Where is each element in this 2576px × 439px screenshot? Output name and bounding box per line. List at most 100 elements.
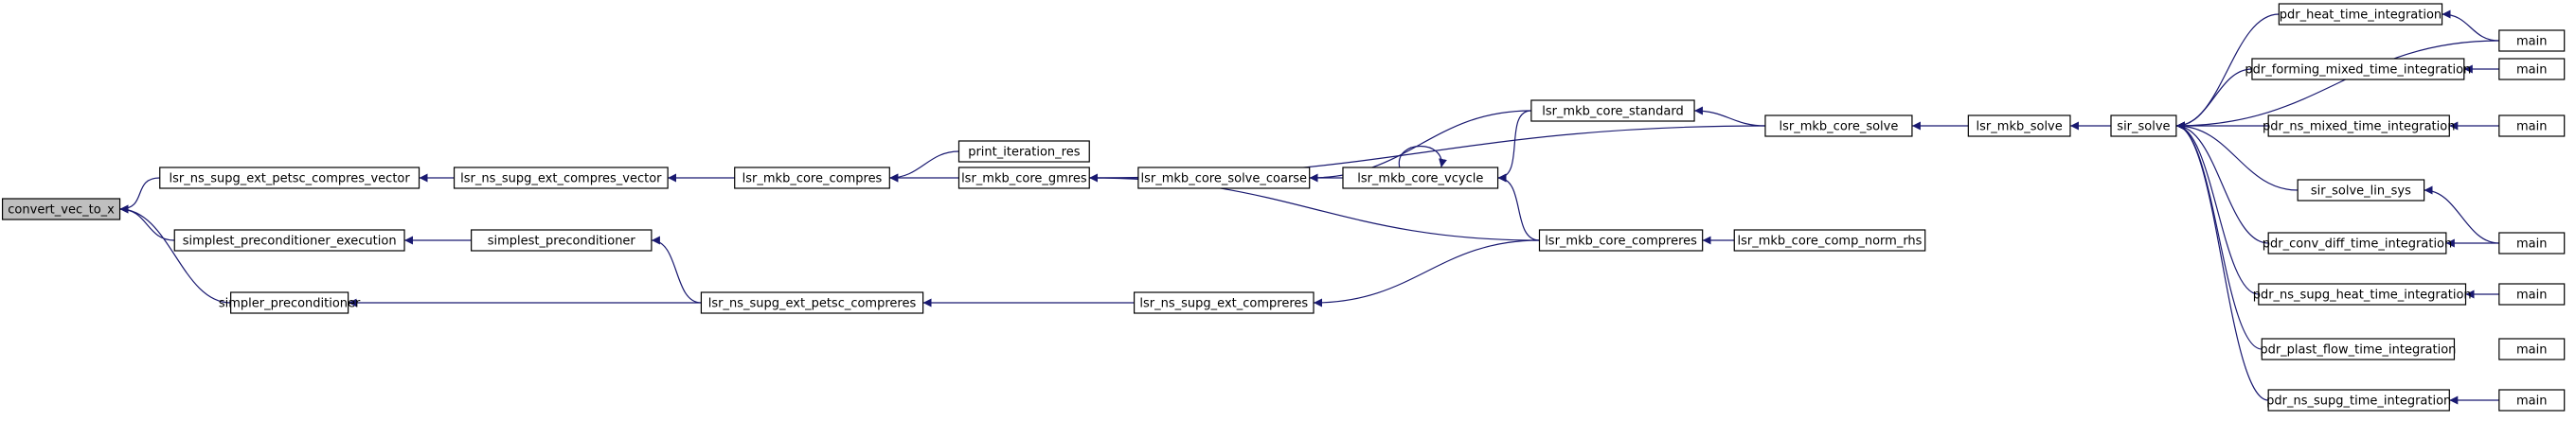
edge-lsr-mkb-core-vcycle-to-lsr-mkb-core-vcycle [1398, 146, 1447, 168]
node-pdr-forming-mixed-time-integration[interactable]: pdr_forming_mixed_time_integration [2245, 58, 2471, 80]
node-label: convert_vec_to_x [8, 203, 115, 218]
node-sir-solve-lin-sys[interactable]: sir_solve_lin_sys [2297, 179, 2425, 202]
node-label: main [2516, 35, 2547, 49]
node-label: lsr_mkb_core_standard [1542, 105, 1684, 119]
edge-lsr-mkb-core-solve-to-lsr-mkb-core-standard [1694, 106, 1765, 127]
node-lsr-ns-supg-ext-petsc-compreres[interactable]: lsr_ns_supg_ext_petsc_compreres [700, 291, 924, 314]
node-label: sir_solve [2117, 120, 2170, 134]
node-box [2267, 389, 2450, 412]
node-box [453, 167, 669, 189]
node-label: lsr_mkb_core_compreres [1545, 235, 1697, 249]
node-label: lsr_mkb_core_compres [742, 172, 883, 186]
node-box [2498, 58, 2566, 80]
node-box [2267, 114, 2450, 137]
node-label: lsr_mkb_core_comp_norm_rhs [1738, 235, 1923, 249]
node-pdr-plast-flow-time-integration[interactable]: pdr_plast_flow_time_integration [2260, 338, 2456, 360]
node-box [1342, 167, 1499, 189]
node-lsr-mkb-core-solve[interactable]: lsr_mkb_core_solve [1764, 114, 1913, 137]
node-pdr-ns-mixed-time-integration[interactable]: pdr_ns_mixed_time_integration [2263, 114, 2455, 137]
node-lsr-ns-supg-ext-compreres[interactable]: lsr_ns_supg_ext_compreres [1133, 291, 1315, 314]
node-main-6[interactable]: main [2498, 338, 2566, 360]
node-lsr-mkb-core-comp-norm-rhs[interactable]: lsr_mkb_core_comp_norm_rhs [1733, 229, 1926, 252]
node-box [2267, 232, 2447, 255]
node-label: lsr_mkb_core_solve [1780, 120, 1899, 134]
node-box [1967, 114, 2071, 137]
node-box [2498, 114, 2566, 137]
node-label: print_iteration_res [968, 146, 1081, 160]
edge-main-4-to-sir-solve-lin-sys [2424, 185, 2499, 244]
node-label: pdr_ns_mixed_time_integration [2263, 120, 2455, 134]
node-pdr-ns-supg-time-integration[interactable]: pdr_ns_supg_time_integration [2266, 389, 2451, 412]
node-label: lsr_ns_supg_ext_petsc_compres_vector [170, 172, 411, 186]
node-label: lsr_mkb_core_vcycle [1357, 172, 1483, 186]
nodes-layer: convert_vec_to_x lsr_ns_supg_ext_petsc_co… [1, 3, 2566, 412]
node-main-2[interactable]: main [2498, 58, 2566, 80]
node-label: simplest_preconditioner [488, 235, 636, 249]
edge-lsr-mkb-core-compreres-to-lsr-mkb-core-vcycle [1497, 173, 1540, 241]
node-lsr-ns-supg-ext-compres-vector[interactable]: lsr_ns_supg_ext_compres_vector [453, 167, 669, 189]
node-label: simpler_preconditioner [219, 297, 361, 311]
node-box [2498, 232, 2566, 255]
node-label: lsr_ns_supg_ext_compres_vector [460, 172, 662, 186]
node-box [2110, 114, 2177, 137]
node-simpler-preconditioner[interactable]: simpler_preconditioner [219, 291, 361, 314]
node-convert-vec-to-x[interactable]: convert_vec_to_x [1, 198, 121, 220]
node-box [173, 229, 405, 252]
node-box [1764, 114, 1913, 137]
node-lsr-mkb-solve[interactable]: lsr_mkb_solve [1967, 114, 2071, 137]
node-lsr-mkb-core-solve-coarse[interactable]: lsr_mkb_core_solve_coarse [1137, 167, 1311, 189]
node-box [2251, 58, 2465, 80]
node-pdr-ns-supg-heat-time-integration[interactable]: pdr_ns_supg_heat_time_integration [2253, 283, 2472, 306]
node-lsr-mkb-core-gmres[interactable]: lsr_mkb_core_gmres [957, 167, 1090, 189]
node-box [471, 229, 653, 252]
edges-layer [119, 9, 2499, 405]
node-label: main [2516, 120, 2547, 134]
node-box [1733, 229, 1926, 252]
node-main-1[interactable]: main [2498, 29, 2566, 52]
node-lsr-mkb-core-compres[interactable]: lsr_mkb_core_compres [734, 167, 890, 189]
node-box [1, 198, 121, 220]
node-main-3[interactable]: main [2498, 114, 2566, 137]
node-label: pdr_forming_mixed_time_integration [2245, 63, 2471, 78]
edge-main-1-to-sir-solve [2175, 40, 2499, 131]
node-main-5[interactable]: main [2498, 283, 2566, 306]
node-main-4[interactable]: main [2498, 232, 2566, 255]
edge-pdr-ns-supg-heat-time-integration-to-sir-solve [2175, 121, 2259, 295]
node-label: lsr_mkb_core_solve_coarse [1141, 172, 1308, 186]
edge-pdr-forming-mixed-time-integration-to-sir-solve [2175, 68, 2252, 131]
node-box [2498, 29, 2566, 52]
node-box [2261, 338, 2456, 360]
edge-pdr-plast-flow-time-integration-to-sir-solve [2175, 121, 2263, 350]
edge-pdr-ns-supg-time-integration-to-sir-solve [2175, 121, 2269, 401]
node-label: sir_solve_lin_sys [2311, 184, 2411, 199]
node-label: pdr_conv_diff_time_integration [2263, 237, 2452, 252]
node-lsr-mkb-core-standard[interactable]: lsr_mkb_core_standard [1530, 99, 1695, 122]
node-main-7[interactable]: main [2498, 389, 2566, 412]
node-box [2258, 283, 2467, 306]
node-label: lsr_ns_supg_ext_compreres [1139, 297, 1308, 311]
node-box [1538, 229, 1704, 252]
node-label: lsr_mkb_core_gmres [961, 172, 1087, 186]
node-box [1137, 167, 1311, 189]
node-lsr-mkb-core-vcycle[interactable]: lsr_mkb_core_vcycle [1342, 167, 1499, 189]
edge-print-iteration-res-to-lsr-mkb-core-compres [889, 150, 959, 183]
node-label: lsr_ns_supg_ext_petsc_compreres [708, 297, 917, 311]
edge-simpler-preconditioner-to-convert-vec-to-x [119, 204, 231, 304]
node-pdr-heat-time-integration[interactable]: pdr_heat_time_integration [2278, 3, 2443, 26]
node-label: simplest_preconditioner_execution [183, 235, 397, 249]
node-lsr-ns-supg-ext-petsc-compres-vector[interactable]: lsr_ns_supg_ext_petsc_compres_vector [159, 167, 420, 189]
node-box [2498, 283, 2566, 306]
edge-lsr-mkb-core-standard-to-lsr-mkb-core-vcycle [1497, 110, 1531, 183]
edge-sir-solve-lin-sys-to-sir-solve [2175, 121, 2299, 191]
node-simplest-preconditioner-execution[interactable]: simplest_preconditioner_execution [173, 229, 405, 252]
edge-pdr-conv-diff-time-integration-to-sir-solve [2175, 121, 2269, 244]
node-sir-solve[interactable]: sir_solve [2110, 114, 2177, 137]
node-lsr-mkb-core-compreres[interactable]: lsr_mkb_core_compreres [1538, 229, 1704, 252]
node-print-iteration-res[interactable]: print_iteration_res [957, 140, 1090, 163]
node-pdr-conv-diff-time-integration[interactable]: pdr_conv_diff_time_integration [2263, 232, 2452, 255]
edge-lsr-mkb-core-compreres-to-lsr-ns-supg-ext-compreres [1313, 239, 1540, 307]
node-box [957, 140, 1090, 163]
node-box [1133, 291, 1315, 314]
node-simplest-preconditioner[interactable]: simplest_preconditioner [471, 229, 653, 252]
